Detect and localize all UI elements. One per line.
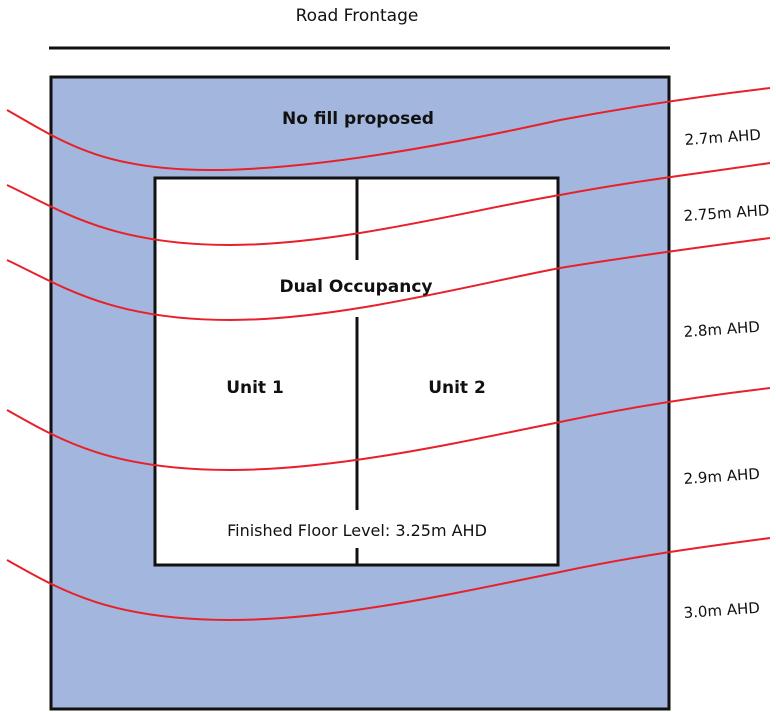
contour-line-2-7 — [6, 87, 771, 172]
contour-label-3-0: 3.0m AHD — [683, 599, 760, 622]
contour-label-2-8: 2.8m AHD — [683, 318, 760, 341]
unit-1-label: Unit 1 — [226, 378, 284, 398]
contour-label-2-75: 2.75m AHD — [683, 201, 770, 225]
contour-label-2-7: 2.7m AHD — [684, 126, 761, 149]
finished-floor-level-label: Finished Floor Level: 3.25m AHD — [227, 521, 487, 540]
dual-occupancy-label: Dual Occupancy — [279, 277, 432, 297]
contour-line-3-0 — [6, 537, 771, 622]
contour-lines — [6, 87, 771, 622]
contour-label-2-9: 2.9m AHD — [683, 465, 760, 488]
contour-line-2-9 — [6, 387, 771, 472]
road-frontage-label: Road Frontage — [296, 6, 419, 26]
contour-labels: 2.7m AHD 2.75m AHD 2.8m AHD 2.9m AHD 3.0… — [683, 126, 770, 622]
contour-line-2-75 — [6, 162, 771, 247]
unit-2-label: Unit 2 — [428, 378, 486, 398]
no-fill-label: No fill proposed — [282, 109, 434, 129]
contour-line-2-8 — [6, 237, 771, 322]
